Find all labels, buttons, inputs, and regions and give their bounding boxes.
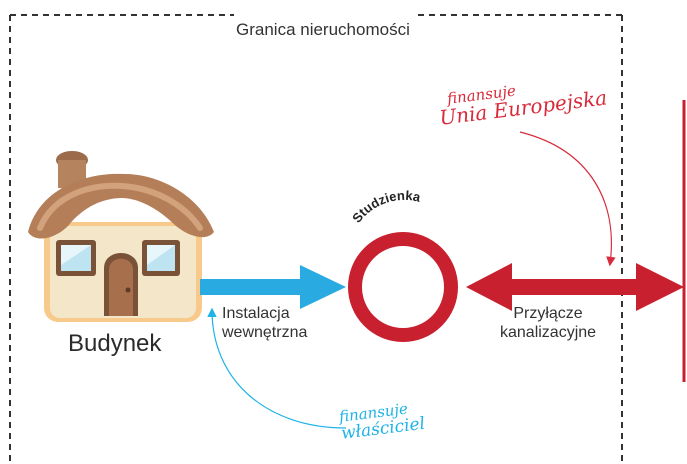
sewer-connection-arrow [466,263,684,311]
property-boundary [9,14,623,464]
internal-installation-arrow [200,265,346,309]
house-icon [28,151,214,322]
property-boundary-label: Granica nieruchomości [236,20,410,39]
internal-installation-line2: wewnętrzna [222,324,308,341]
manhole-label: Studzienka [349,188,422,226]
sewer-connection-line2: kanalizacyjne [500,324,597,341]
building-label: Budynek [68,330,162,357]
internal-installation-label: Instalacja wewnętrzna [222,304,307,342]
owner-funding-arrow [207,307,347,429]
sewer-connection-label: Przyłącze kanalizacyjne [500,304,596,342]
eu-funding-arrow [519,131,616,267]
manhole-ring [348,232,458,342]
sewer-connection-line1: Przyłącze [513,305,583,322]
internal-installation-line1: Instalacja [222,305,290,322]
